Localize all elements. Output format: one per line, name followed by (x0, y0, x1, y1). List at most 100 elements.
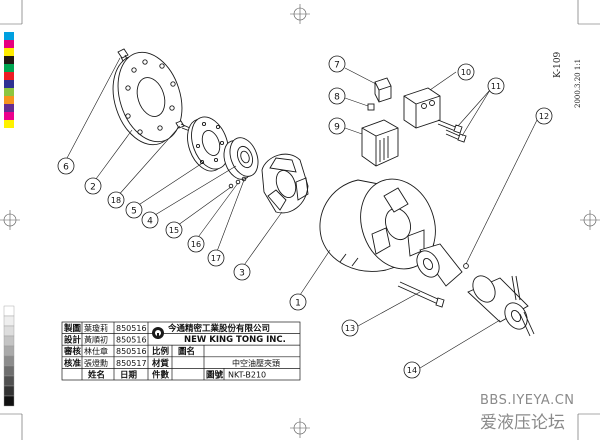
color-swatch (4, 64, 14, 72)
part-4-piston (223, 137, 259, 180)
svg-text:1: 1 (295, 299, 301, 309)
title-block: 今通精密工業股份有限公司 NEW KING TONG INC. 製圖 葉瓊莉 8… (61, 321, 301, 380)
rear-cylinder-housing (416, 243, 463, 287)
color-swatch (4, 96, 14, 104)
svg-text:10: 10 (461, 68, 471, 77)
color-swatch (4, 72, 14, 80)
part-18-screw (175, 120, 191, 132)
role-reviewer: 審核 (63, 346, 82, 357)
company-name-en: NEW KING TONG INC. (184, 335, 286, 345)
balloon-12: 12 (535, 107, 553, 125)
svg-text:15: 15 (169, 226, 179, 235)
color-calibration-strip (4, 32, 14, 128)
part-9-jaw (361, 119, 399, 167)
watermark-name: 爱液压论坛 (480, 413, 565, 433)
part-11-jaw-screws (437, 119, 467, 143)
part-16-pin (235, 179, 241, 185)
role-approver: 核准 (64, 358, 82, 369)
balloon-4: 4 (141, 211, 159, 229)
date-designer: 850516 (116, 336, 147, 345)
svg-text:13: 13 (345, 324, 355, 333)
part-7-block (374, 77, 392, 103)
balloon-13: 13 (341, 319, 359, 337)
svg-text:14: 14 (407, 366, 417, 375)
company-logo (152, 327, 164, 339)
part-15-pin (228, 183, 234, 189)
color-swatch (4, 32, 14, 40)
svg-text:11: 11 (491, 82, 501, 91)
watermark-url: BBS.IYEYA.CN (480, 393, 575, 408)
part-3-wedge-carrier (261, 153, 309, 214)
role-designer: 設計 (64, 335, 82, 346)
color-swatch (4, 40, 14, 48)
drawing-no: NKT-B210 (228, 370, 266, 379)
name-designer: 黃順初 (84, 335, 108, 345)
svg-text:2: 2 (90, 183, 96, 193)
svg-text:12: 12 (539, 112, 549, 121)
balloon-16: 16 (187, 235, 205, 253)
drawing-no-label: 圖號 (206, 369, 224, 380)
balloon-1: 1 (289, 293, 307, 311)
role-drafter: 製圖 (63, 323, 81, 334)
company-name-cn: 今通精密工業股份有限公司 (167, 323, 270, 334)
color-swatch (4, 56, 14, 64)
part-8-nut (367, 103, 375, 111)
svg-text:7: 7 (334, 61, 340, 71)
svg-text:8: 8 (334, 93, 340, 103)
svg-text:5: 5 (131, 207, 137, 217)
balloon-6: 6 (57, 157, 75, 175)
date-reviewer: 850516 (116, 347, 147, 356)
color-swatch (4, 80, 14, 88)
balloon-5: 5 (125, 201, 143, 219)
part-2-back-plate (112, 51, 183, 146)
part-10-t-nut (403, 87, 441, 129)
balloon-2: 2 (84, 177, 102, 195)
svg-text:4: 4 (147, 217, 153, 227)
part-name-label: 圖名 (178, 346, 195, 357)
grayscale-strip (3, 305, 15, 407)
part-name: 中空油壓夾頭 (232, 358, 280, 368)
color-swatch (4, 112, 14, 120)
leader-lines (65, 57, 539, 369)
footer-date: 日期 (120, 369, 138, 380)
drawing-code: K-109 (553, 51, 563, 78)
balloon-10: 10 (457, 63, 475, 81)
footer-name: 姓名 (87, 369, 105, 380)
balloon-8: 8 (328, 87, 346, 105)
svg-text:6: 6 (63, 163, 69, 173)
color-swatch (4, 120, 14, 128)
balloon-9: 9 (328, 117, 346, 135)
date-drafter: 850516 (116, 324, 147, 333)
part-13-tie-bolt (397, 281, 445, 308)
color-swatch (4, 48, 14, 56)
balloon-11: 11 (487, 77, 505, 95)
name-reviewer: 林仕章 (84, 346, 108, 356)
name-drafter: 葉瓊莉 (84, 323, 108, 333)
balloon-18: 18 (107, 191, 125, 209)
svg-text:18: 18 (111, 196, 121, 205)
footer-count: 件數 (152, 369, 170, 380)
color-swatch (4, 104, 14, 112)
balloon-3: 3 (233, 263, 251, 281)
part-1-chuck-body (319, 178, 436, 272)
svg-text:9: 9 (334, 123, 340, 133)
balloon-14: 14 (403, 361, 421, 379)
part-14-cylinder-key (467, 275, 535, 337)
part-5-adapter-ring (187, 116, 229, 172)
balloon-7: 7 (328, 55, 346, 73)
side-mark-date: 2000.3.20 1:1 (574, 59, 582, 108)
name-approver: 張燈勳 (84, 358, 108, 368)
svg-text:16: 16 (191, 240, 201, 249)
svg-text:3: 3 (239, 269, 245, 279)
balloon-17: 17 (207, 249, 225, 267)
svg-text:17: 17 (211, 254, 221, 263)
date-approver: 850517 (116, 359, 147, 368)
balloon-15: 15 (165, 221, 183, 239)
part-12-set-screw (463, 263, 469, 269)
material-label: 材質 (151, 358, 170, 369)
color-swatch (4, 88, 14, 96)
scale-label: 比例 (152, 346, 170, 357)
